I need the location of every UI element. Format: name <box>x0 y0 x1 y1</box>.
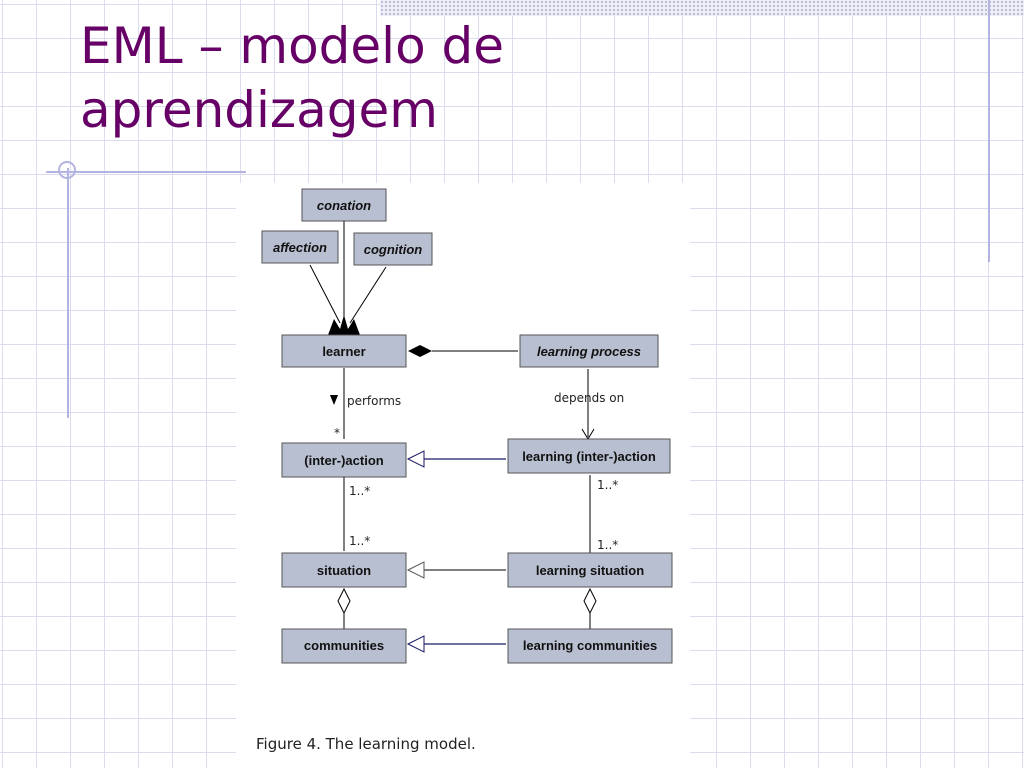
svg-text:communities: communities <box>304 638 384 653</box>
node-learner: learner <box>281 334 407 368</box>
node-conation: conation <box>301 188 387 222</box>
right-decor-line <box>988 0 990 262</box>
label-mult-star: * <box>334 426 340 440</box>
node-cognition: cognition <box>353 232 433 266</box>
edge-lsituation-lcommunities <box>583 587 597 629</box>
label-depends-on: depends on <box>554 391 624 405</box>
title-underline <box>46 171 246 173</box>
learning-model-figure: conation affection cognition learner lea… <box>236 183 690 768</box>
node-learning-inter-action: learning (inter-)action <box>507 438 671 474</box>
svg-text:situation: situation <box>317 563 371 578</box>
label-performs: performs <box>347 394 401 408</box>
node-communities: communities <box>281 628 407 664</box>
learning-model-diagram: conation affection cognition learner lea… <box>261 188 673 664</box>
svg-text:(inter-)action: (inter-)action <box>304 453 384 468</box>
label-mult-right-2: 1..* <box>597 538 618 552</box>
node-learning-communities: learning communities <box>507 628 673 664</box>
label-mult-left-2: 1..* <box>349 534 370 548</box>
edge-learning-process-learner <box>408 345 518 357</box>
figure-caption: Figure 4. The learning model. <box>256 735 476 753</box>
edge-generalization-communities <box>406 635 506 653</box>
decor-circle <box>58 161 76 179</box>
node-situation: situation <box>281 552 407 588</box>
svg-text:cognition: cognition <box>364 242 423 257</box>
svg-text:learning situation: learning situation <box>536 563 644 578</box>
node-learning-process: learning process <box>519 334 659 368</box>
edges-to-learner <box>309 207 387 335</box>
svg-text:learning (inter-)action: learning (inter-)action <box>522 449 656 464</box>
edge-generalization-action <box>406 450 506 468</box>
edge-generalization-situation <box>406 561 506 579</box>
node-inter-action: (inter-)action <box>281 442 407 478</box>
node-affection: affection <box>261 230 339 264</box>
svg-text:learning process: learning process <box>537 344 641 359</box>
label-mult-right-1: 1..* <box>597 478 618 492</box>
svg-text:affection: affection <box>273 240 327 255</box>
top-decor-band <box>380 0 1024 16</box>
slide-title-line2: aprendizagem <box>80 81 439 139</box>
node-learning-situation: learning situation <box>507 552 673 588</box>
slide-title: EML – modelo de aprendizagem <box>80 14 700 142</box>
edge-situation-communities <box>337 587 351 629</box>
svg-text:learning communities: learning communities <box>523 638 657 653</box>
left-decor-line <box>67 168 69 418</box>
slide-title-line1: EML – modelo de <box>80 17 505 75</box>
svg-text:conation: conation <box>317 198 371 213</box>
aggregation-heads <box>328 315 360 335</box>
label-mult-left-1: 1..* <box>349 484 370 498</box>
svg-text:learner: learner <box>322 344 365 359</box>
performs-arrow-icon <box>330 395 338 405</box>
